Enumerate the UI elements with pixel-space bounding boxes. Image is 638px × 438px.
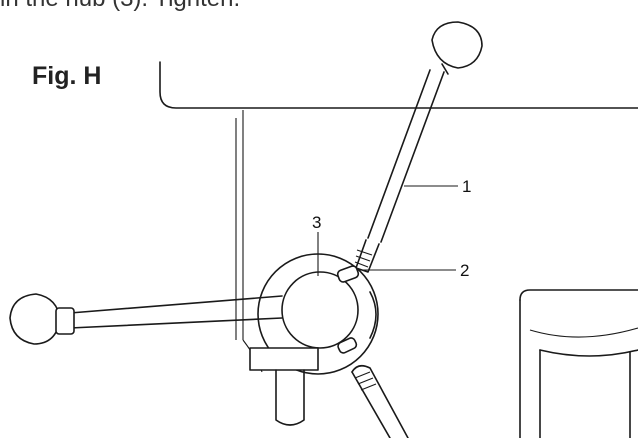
handle-rod-left [367, 69, 431, 239]
head-casting-outline [159, 61, 638, 109]
quill-curve [539, 349, 638, 357]
column-curve [529, 327, 638, 338]
spindle-base [249, 347, 319, 426]
upper-handle-knob [431, 21, 483, 69]
lower-rod-left [351, 371, 391, 438]
spindle-shaft [275, 369, 305, 426]
callout-1: 1 [462, 177, 471, 196]
lower-threaded-rod [351, 364, 409, 438]
callout-3: 3 [312, 213, 321, 232]
thread-marks [354, 249, 373, 268]
handle-rod-right [380, 71, 445, 243]
figure-label: Fig. H [32, 62, 102, 90]
knob-neck [441, 63, 449, 75]
handle-hub [257, 253, 379, 375]
left-handle-knob [9, 293, 61, 345]
hub-lower-screw [337, 337, 358, 354]
left-rod-top [69, 295, 283, 314]
left-knob-neck [55, 307, 75, 335]
hub-center [281, 271, 359, 349]
left-feed-handle [9, 293, 283, 345]
cut-off-instruction-text: in the hub (3). Tighten. [0, 0, 240, 13]
column-top-edge [519, 289, 638, 301]
lower-rod-right [351, 364, 409, 438]
upper-feed-handle [354, 21, 483, 273]
callout-2: 2 [460, 261, 469, 280]
hub-set-screw [336, 265, 360, 283]
hub-edge [369, 291, 377, 339]
lower-thread-marks [354, 371, 377, 391]
spindle-nut [249, 347, 319, 371]
left-rod-bottom [69, 317, 283, 329]
